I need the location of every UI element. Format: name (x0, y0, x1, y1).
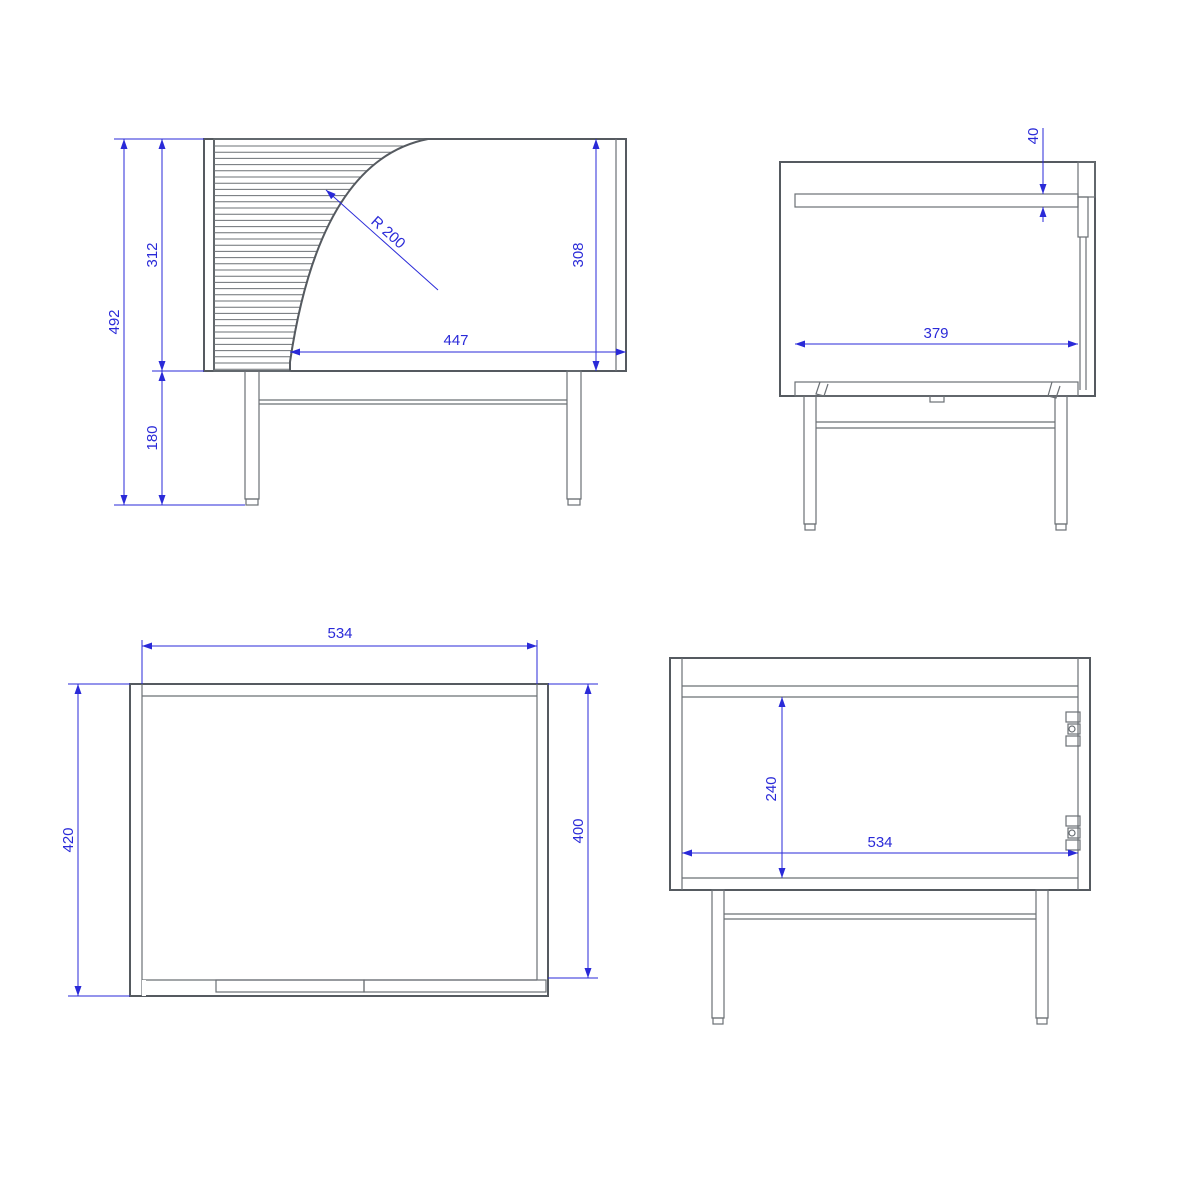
front-view: 492 312 180 308 R 200 447 (106, 138, 627, 506)
dim-back-width: 534 (867, 834, 892, 851)
side-cabinet-body (779, 161, 1096, 397)
dim-plan-depth-outer: 420 (60, 827, 77, 852)
tambour-door (213, 138, 429, 372)
back-open-view: 240 534 (669, 657, 1091, 1025)
dim-plan-width: 534 (327, 625, 352, 642)
side-leg-left (803, 395, 817, 525)
side-bottom-shelf (794, 381, 1079, 397)
dim-line-radius (325, 189, 439, 291)
side-glide (929, 395, 945, 403)
dim-back-height: 240 (763, 776, 780, 801)
dim-top-thickness: 40 (1025, 128, 1042, 145)
back-hinge-upper (1065, 711, 1081, 747)
dim-front-width: 447 (443, 332, 468, 349)
side-leg-right (1054, 395, 1068, 525)
front-foot-left (245, 498, 259, 506)
back-hinge-lower (1065, 815, 1081, 851)
back-leg-right (1035, 889, 1049, 1019)
plan-gap (142, 980, 146, 996)
tambour-slats (214, 145, 405, 370)
dim-top-height: 312 (144, 242, 161, 267)
plan-door-left (215, 979, 365, 993)
front-leg-left (244, 370, 260, 500)
plan-door-right (363, 979, 547, 993)
side-foot-left (804, 523, 816, 531)
side-back-top-block (1077, 161, 1096, 198)
dim-side-depth: 379 (923, 325, 948, 342)
back-leg-left (711, 889, 725, 1019)
side-foot-right (1055, 523, 1067, 531)
dim-plan-depth-inner: 400 (570, 818, 587, 843)
curved-opening-edge (289, 138, 429, 371)
front-foot-right (567, 498, 581, 506)
side-section-view: 40 379 (779, 128, 1096, 531)
dim-front-height: 308 (570, 242, 587, 267)
side-hinge-left (815, 381, 829, 397)
side-hinge-right (1047, 381, 1061, 399)
plan-outline (129, 683, 549, 997)
side-top-shelf (794, 193, 1079, 208)
front-cabinet-body (203, 138, 627, 372)
dim-overall-height: 492 (106, 309, 123, 334)
back-cabinet-body (669, 657, 1091, 891)
back-foot-right (1036, 1017, 1048, 1025)
top-plan-view: 534 420 400 (60, 625, 598, 997)
front-leg-right (566, 370, 582, 500)
dim-leg-height: 180 (144, 425, 161, 450)
side-back-panel (1077, 196, 1089, 238)
back-foot-left (712, 1017, 724, 1025)
